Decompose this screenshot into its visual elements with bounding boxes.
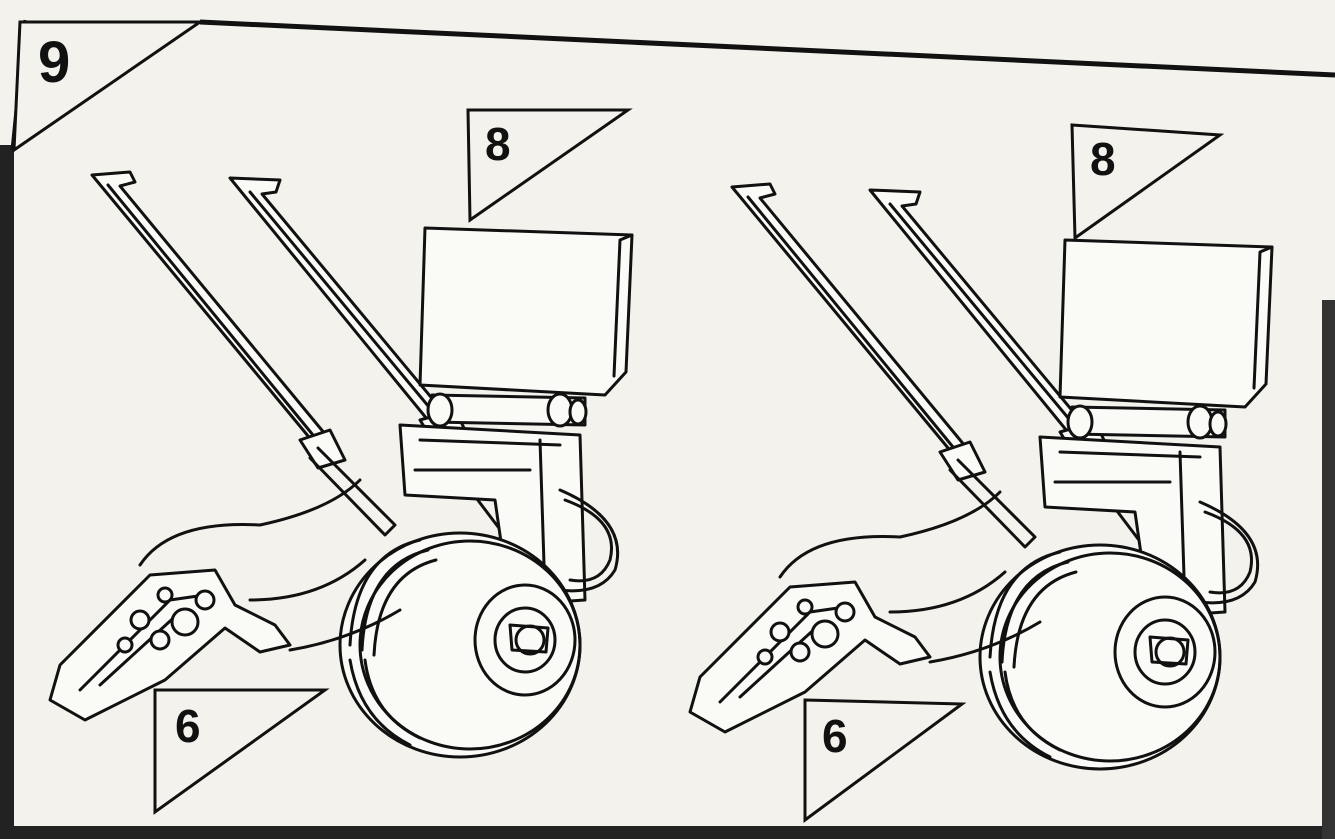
callout-flag-bottom-left xyxy=(153,688,330,815)
bottom-edge xyxy=(0,826,1335,839)
right-edge xyxy=(1322,300,1335,839)
part-label-top-right: 8 xyxy=(1090,133,1116,185)
step-number: 9 xyxy=(38,30,70,95)
callout-flag-top-right xyxy=(1070,123,1225,241)
left-edge xyxy=(0,145,14,839)
part-label-bottom-right: 6 xyxy=(822,710,848,762)
top-edge xyxy=(199,19,1335,78)
step-number-box xyxy=(12,20,205,153)
callout-flag-bottom-right xyxy=(803,698,967,823)
callout-flag-top-left xyxy=(466,108,633,223)
landing-gear-illustration-right: 8 6 xyxy=(688,123,1274,823)
part-label-bottom-left: 6 xyxy=(175,700,201,752)
part-label-top-left: 8 xyxy=(485,118,511,170)
landing-gear-illustration-left: 8 6 xyxy=(48,108,634,815)
